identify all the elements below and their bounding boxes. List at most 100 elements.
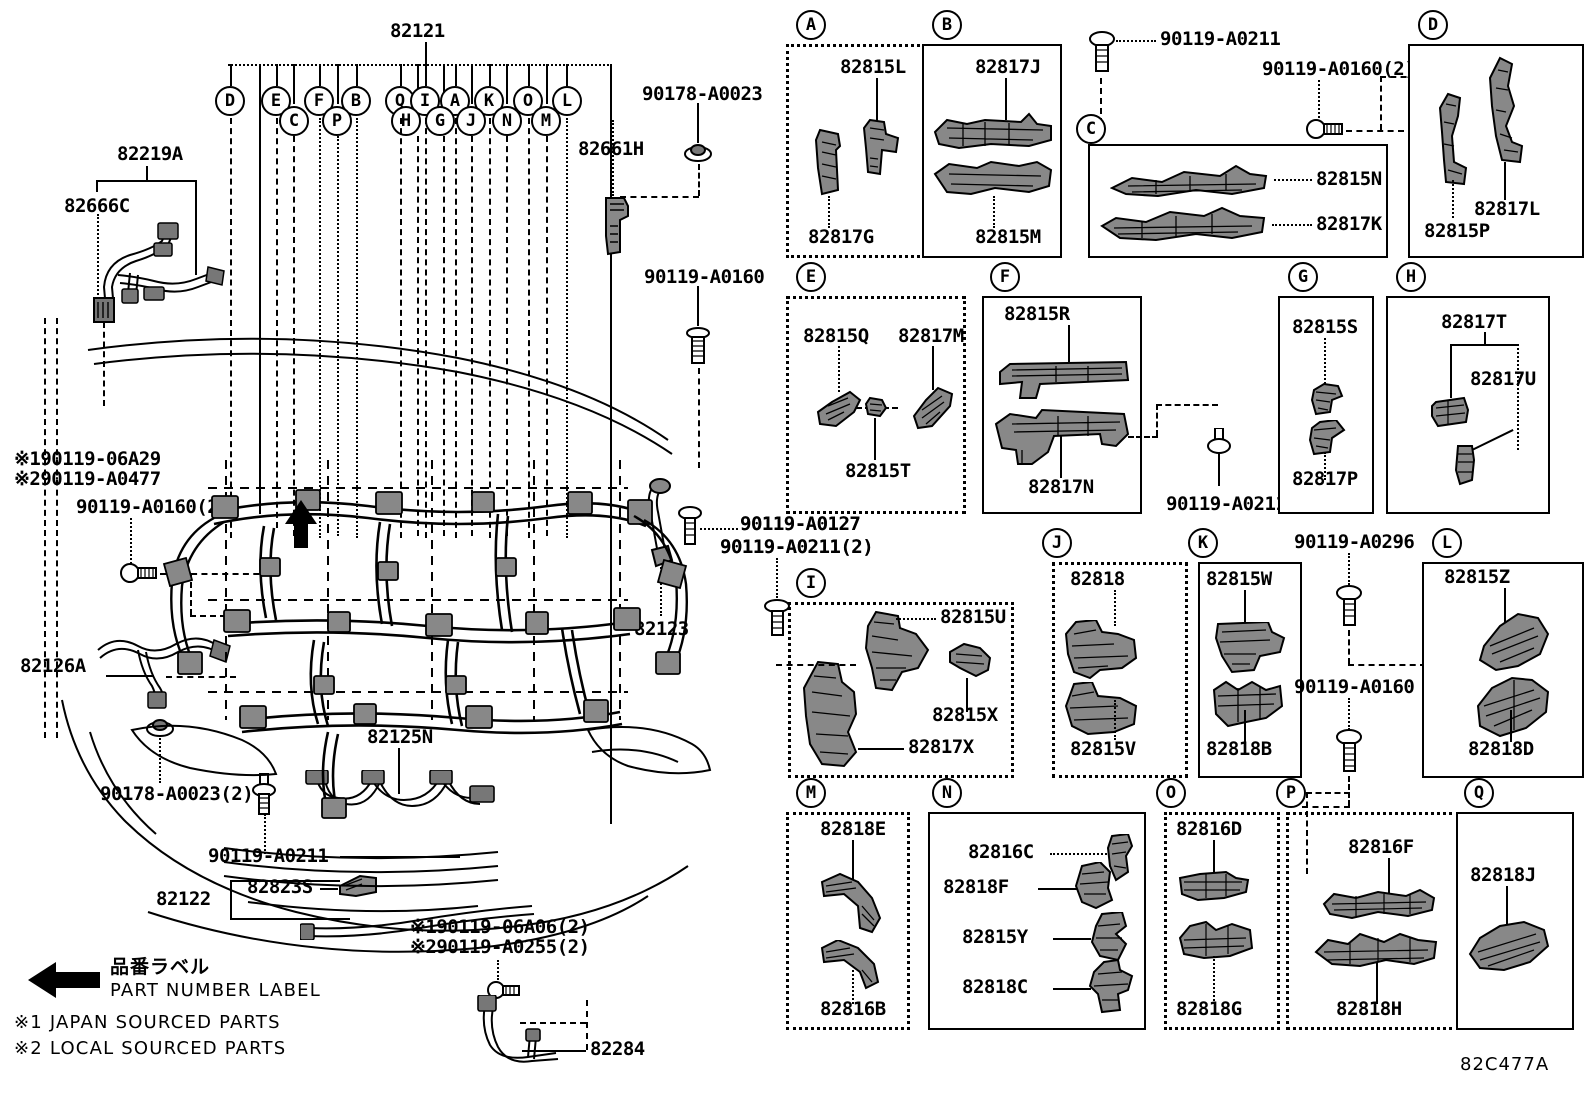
callout-bubble-b[interactable]: B xyxy=(341,86,371,116)
label-90119-a0211-2-i: 90119-A0211(2) xyxy=(720,536,874,558)
panel-g-part-82817p xyxy=(1306,420,1346,456)
label-82126a: 82126A xyxy=(20,655,86,677)
panel-d-leader-2 xyxy=(1452,180,1454,218)
bolt-90119-a0211-mid xyxy=(1206,428,1232,458)
panel-j-label-1: 82818 xyxy=(1070,568,1125,590)
panel-i-label-2: 82815X xyxy=(932,704,998,726)
bracket-top-rail xyxy=(228,64,612,66)
panel-b-leader-2 xyxy=(993,196,995,228)
leader-82284-bolt xyxy=(497,960,499,980)
panel-h-part-82817u xyxy=(1452,444,1478,488)
guide-dashed xyxy=(190,573,192,615)
panel-f-label-1: 82815R xyxy=(1004,303,1070,325)
harness-82284 xyxy=(472,995,582,1075)
panel-i-leader-1 xyxy=(896,618,936,620)
panel-d-part-82815p xyxy=(1432,92,1472,204)
guide-dashed xyxy=(1156,404,1158,436)
panel-n-part-82815y xyxy=(1088,912,1130,962)
bracket-82122-top xyxy=(230,880,340,882)
bolt-82284 xyxy=(487,980,523,1000)
drop-line xyxy=(319,64,321,86)
panel-bubble-j[interactable]: J xyxy=(1042,528,1072,558)
panel-o-label-2: 82818G xyxy=(1176,998,1242,1020)
guide-dashed xyxy=(528,118,530,538)
label-90119-a0127: 90119-A0127 xyxy=(740,513,861,535)
panel-m-leader-1 xyxy=(852,840,854,882)
panel-p-leader-2 xyxy=(1376,962,1378,1004)
panel-n-leader-2 xyxy=(1038,888,1078,890)
panel-b-label-2: 82815M xyxy=(975,226,1041,248)
panel-f xyxy=(982,296,1142,514)
label-90119-a0211-bottom: 90119-A0211 xyxy=(208,845,329,867)
panel-b-label-1: 82817J xyxy=(975,56,1041,78)
guide-dashed xyxy=(489,118,491,538)
panel-bubble-q[interactable]: Q xyxy=(1464,778,1494,808)
drop-line xyxy=(293,64,295,104)
guide-dashed xyxy=(506,136,508,536)
panel-bubble-p[interactable]: P xyxy=(1276,778,1306,808)
panel-bubble-i[interactable]: I xyxy=(796,568,826,598)
panel-e-part-82817m xyxy=(910,386,956,434)
guide-dashed xyxy=(1348,776,1350,806)
label-90119-a0160-l: 90119-A0160 xyxy=(1294,676,1415,698)
guide-dashed xyxy=(160,573,280,575)
leader-82121 xyxy=(425,42,427,64)
callout-bubble-p[interactable]: P xyxy=(322,106,352,136)
label-90119-a0160-right: 90119-A0160 xyxy=(644,266,765,288)
panel-bubble-k[interactable]: K xyxy=(1188,528,1218,558)
legend-note-2: ※2 LOCAL SOURCED PARTS xyxy=(14,1038,287,1059)
panel-h-bracket xyxy=(1450,344,1518,346)
panel-bubble-a[interactable]: A xyxy=(796,10,826,40)
panel-c-part-82815n xyxy=(1110,160,1270,200)
panel-m-leader-2 xyxy=(852,970,854,1004)
guide-dashed xyxy=(1100,78,1102,124)
part-number-label-arrow xyxy=(28,960,100,1005)
panel-b-part-82815m xyxy=(933,160,1055,200)
panel-l-part-82818d xyxy=(1470,676,1554,740)
callout-bubble-j[interactable]: J xyxy=(456,106,486,136)
panel-g-leader-1 xyxy=(1324,338,1326,384)
callout-bubble-g[interactable]: G xyxy=(425,106,455,136)
panel-bubble-l[interactable]: L xyxy=(1432,528,1462,558)
label-90119-a0160-2: 90119-A0160(2) xyxy=(76,496,230,518)
guide-dashed xyxy=(471,136,473,536)
panel-m-part-82816b xyxy=(818,940,882,990)
panel-b-leader-1 xyxy=(1005,78,1007,120)
panel-p-part-82816f xyxy=(1322,888,1438,920)
panel-bubble-c[interactable]: C xyxy=(1076,114,1106,144)
panel-bubble-e[interactable]: E xyxy=(796,262,826,292)
panel-p-dash-down xyxy=(1306,792,1308,874)
legend-en-text: PART NUMBER LABEL xyxy=(110,980,321,1001)
drop-line xyxy=(400,64,402,86)
panel-j-leader-1 xyxy=(1114,590,1116,626)
panel-bubble-n[interactable]: N xyxy=(932,778,962,808)
callout-bubble-d[interactable]: D xyxy=(215,86,245,116)
callout-bubble-c[interactable]: C xyxy=(279,106,309,136)
drop-line xyxy=(356,64,358,86)
panel-bubble-g[interactable]: G xyxy=(1288,262,1318,292)
panel-e-part-82815t xyxy=(864,396,888,418)
panel-bubble-h[interactable]: H xyxy=(1396,262,1426,292)
drop-line xyxy=(259,64,261,514)
panel-bubble-b[interactable]: B xyxy=(932,10,962,40)
panel-l-leader-2 xyxy=(1510,710,1512,742)
callout-bubble-h[interactable]: H xyxy=(391,106,421,136)
panel-n-part-82818c xyxy=(1088,960,1134,1014)
panel-bubble-f[interactable]: F xyxy=(990,262,1020,292)
panel-h-leader-1 xyxy=(1484,332,1486,344)
panel-a-leader-2 xyxy=(828,196,830,228)
panel-bubble-d[interactable]: D xyxy=(1418,10,1448,40)
callout-bubble-m[interactable]: M xyxy=(531,106,561,136)
legend-note-1: ※1 JAPAN SOURCED PARTS xyxy=(14,1012,281,1033)
guide-dashed xyxy=(417,136,419,536)
panel-i-label-1: 82815U xyxy=(940,606,1006,628)
guide-dashed xyxy=(546,136,548,536)
panel-bubble-m[interactable]: M xyxy=(796,778,826,808)
panel-bubble-o[interactable]: O xyxy=(1156,778,1186,808)
label-90119-a0211-top: 90119-A0211 xyxy=(1160,28,1281,50)
panel-d-label-1: 82817L xyxy=(1474,198,1540,220)
panel-b-part-82817j xyxy=(933,112,1055,154)
callout-bubble-n[interactable]: N xyxy=(492,106,522,136)
bracket-82219a-right xyxy=(195,180,197,275)
guide-dashed xyxy=(586,1000,588,1050)
